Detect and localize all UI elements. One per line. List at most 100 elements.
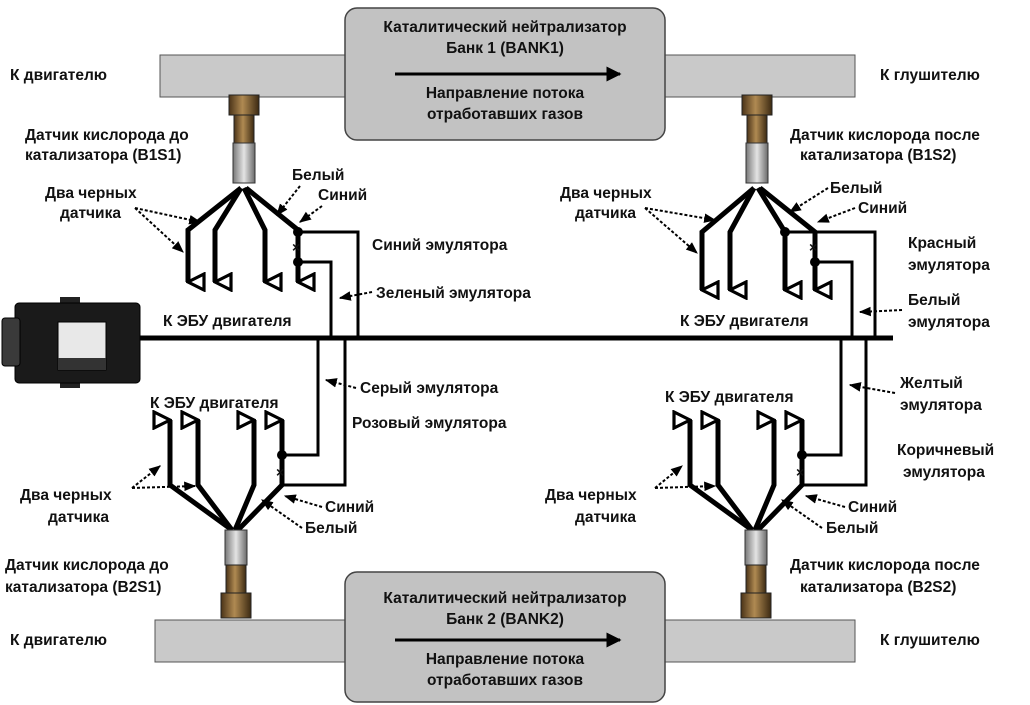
sensor-b2s1-thread <box>225 564 247 594</box>
b1s2-black-wire-1 <box>699 186 756 290</box>
b2s2-emu-brown-label-1: Коричневый <box>897 442 994 459</box>
b1s2-blue-pointer <box>816 207 856 223</box>
sensor-b1s1 <box>228 94 260 184</box>
b2s2-name-2: катализатора (B2S2) <box>800 579 956 596</box>
b2s1-blue-pointer <box>283 494 323 508</box>
b1s2-cut-mark: × <box>809 239 817 255</box>
sensor-b2s2-thread <box>745 564 767 594</box>
b1s1-ecu-label: К ЭБУ двигателя <box>163 313 292 330</box>
b1s1-black-wire-3 <box>241 186 265 282</box>
sensor-b2s1-body <box>224 529 248 566</box>
b2s1-emu-gray-pointer <box>324 378 357 389</box>
b2s2-white-label: Белый <box>826 520 878 537</box>
b1s2-black-wire-2 <box>727 186 757 290</box>
bank2-catalyst-title-2: Банк 2 (BANK2) <box>446 611 564 628</box>
emulator-module-icon <box>1 297 141 388</box>
b1s1-emu-green-wire <box>298 260 333 338</box>
b2s1-junction-1 <box>277 450 287 460</box>
b2s2-blue-wire <box>756 420 805 532</box>
b2s1-white-label: Белый <box>305 520 357 537</box>
bank1-pipe-left <box>159 54 351 98</box>
b1s2-emu-white-pointer <box>858 306 903 317</box>
b1s1-emu-green-pointer <box>338 291 373 301</box>
b1s2-emu-white-label-2: эмулятора <box>908 314 990 331</box>
b1s1-name-2: катализатора (B1S1) <box>25 147 181 164</box>
module-bracket-top <box>60 297 80 307</box>
b1s1-blue-pointer <box>299 205 323 223</box>
b1s1-white-label: Белый <box>292 167 344 184</box>
b1s2-black-label-2: датчика <box>575 205 636 222</box>
bank2-to-engine: К двигателю <box>10 632 107 649</box>
b2s1-black-pointer-2 <box>131 481 197 492</box>
sensor-b1s1-thread <box>233 114 255 144</box>
sensor-b1s2-thread <box>746 114 768 144</box>
b2s1-wires <box>170 420 285 533</box>
b2s1-name-1: Датчик кислорода до <box>5 557 169 574</box>
b1s1-black-label-1: Два черных <box>45 185 137 202</box>
sensor-b1s1-nut <box>228 94 260 116</box>
sensor-b1s1-body <box>232 142 256 184</box>
b1s2-white-label: Белый <box>830 180 882 197</box>
b1s1-name-1: Датчик кислорода до <box>25 127 189 144</box>
b1s1-emu-blue-wire <box>298 230 360 338</box>
b1s2-black-label-1: Два черных <box>560 185 652 202</box>
b1s1-black-label-2: датчика <box>60 205 121 222</box>
b1s1-white-pointer <box>276 185 301 216</box>
b2s2-junction-1 <box>797 450 807 460</box>
sensor-b1s2-body <box>745 142 769 184</box>
bank2-exhaust: Каталитический нейтрализатор Банк 2 (BAN… <box>10 571 980 703</box>
sensor-b2s1-nut <box>220 592 252 619</box>
b2s1-black-wire-2 <box>198 420 234 532</box>
module-label-band <box>58 358 106 370</box>
b2s1-black-wire-3 <box>232 420 257 531</box>
bank1-exhaust: Каталитический нейтрализатор Банк 1 (BAN… <box>10 7 980 141</box>
b1s2-emu-red-label-1: Красный <box>908 235 976 252</box>
b2s2-ecu-label: К ЭБУ двигателя <box>665 389 794 406</box>
b1s2-name-1: Датчик кислорода после <box>790 127 980 144</box>
b1s2-black-pointer-2 <box>644 207 698 254</box>
b2s2-emu-yellow-wire <box>802 338 843 457</box>
bank2-flow-label-2: отработавших газов <box>427 672 583 689</box>
b1s2-blue-label: Синий <box>858 200 907 217</box>
b1s2-emu-red-label-2: эмулятора <box>908 257 990 274</box>
b2s2-black-wire-1 <box>690 420 754 533</box>
bank2-catalyst-title-1: Каталитический нейтрализатор <box>383 590 626 607</box>
b2s2-wires <box>690 420 805 533</box>
b2s2-emu-brown-label-2: эмулятора <box>903 464 985 481</box>
b2s1-blue-wire <box>236 420 285 532</box>
b2s1-emu-pink-wire <box>282 338 347 487</box>
sensor-b2s1 <box>220 529 252 619</box>
b1s1-black-pointer-1 <box>134 207 202 225</box>
bank1-to-engine: К двигателю <box>10 67 107 84</box>
b2s2-white-pointer <box>781 499 823 529</box>
bank1-catalyst-title-1: Каталитический нейтрализатор <box>383 19 626 36</box>
b2s2-name-1: Датчик кислорода после <box>790 557 980 574</box>
b1s2-ecu-label: К ЭБУ двигателя <box>680 313 809 330</box>
b2s2-cut-mark: × <box>796 464 804 480</box>
sensor-b1s2 <box>741 94 773 184</box>
b1s2-wires <box>699 186 815 290</box>
b2s1-cut-mark: × <box>276 464 284 480</box>
b2s2-black-label-2: датчика <box>575 509 636 526</box>
b2s1-ecu-label: К ЭБУ двигателя <box>150 395 279 412</box>
b1s2-emu-red-wire <box>785 230 877 338</box>
b2s1-white-pointer <box>261 499 303 529</box>
b2s2-black-pointer-2 <box>654 481 717 492</box>
b2s1-emu-gray-label: Серый эмулятора <box>360 380 499 397</box>
b2s2-blue-label: Синий <box>848 499 897 516</box>
b2s1-black-wire-1 <box>170 420 234 533</box>
bank2-flow-label-1: Направление потока <box>426 651 585 668</box>
b1s1-emu-blue-label: Синий эмулятора <box>372 237 508 254</box>
b2s2-black-wire-3 <box>752 420 777 531</box>
sensor-b1s2-nut <box>741 94 773 116</box>
b2s2-blue-pointer <box>804 494 846 508</box>
b2s2-black-label-1: Два черных <box>545 487 637 504</box>
bank2-catalyst-body <box>344 571 666 703</box>
b2s2-emu-brown-wire <box>802 338 868 487</box>
b1s1-emu-green-label: Зеленый эмулятора <box>376 285 531 302</box>
bank2-pipe-left <box>154 619 351 663</box>
b1s1-blue-label: Синий <box>318 187 367 204</box>
sensor-b2s2-body <box>744 529 768 566</box>
